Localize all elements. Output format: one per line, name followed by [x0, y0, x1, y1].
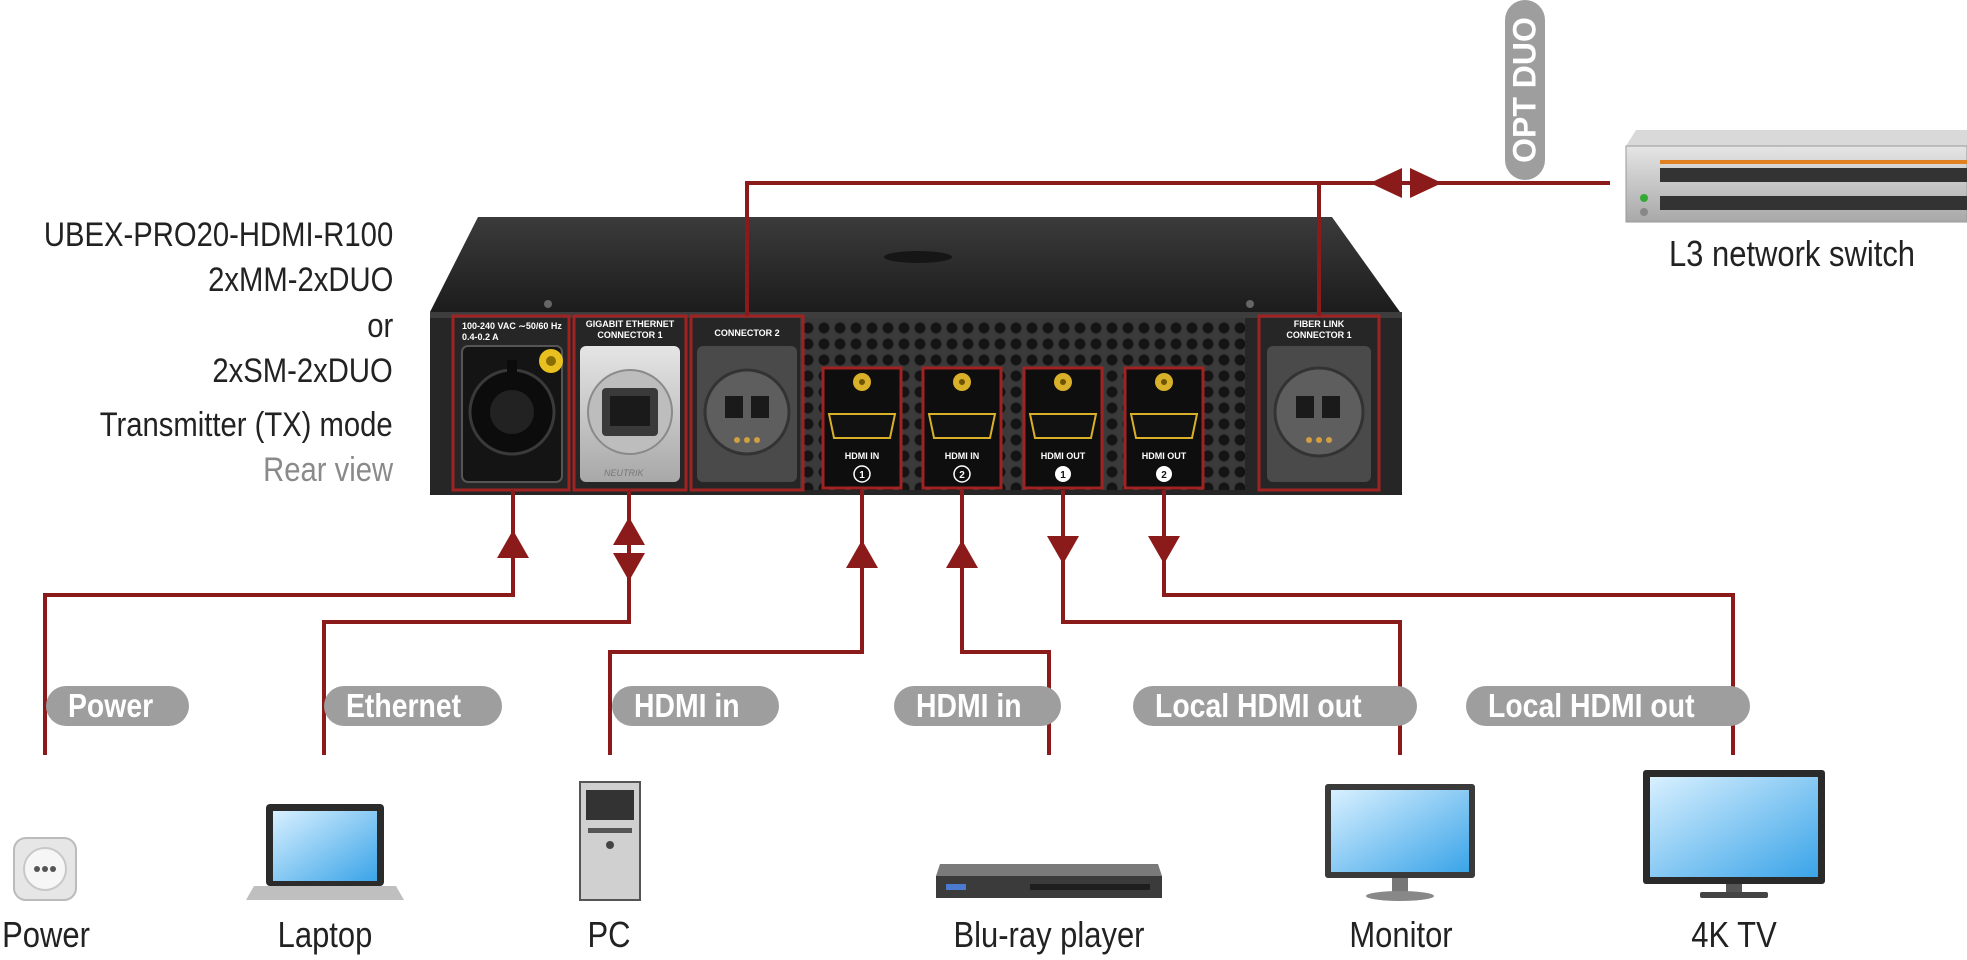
hdmi-port-out-2: HDMI OUT 2 — [1123, 366, 1205, 490]
fiber-link-connector: FIBER LINK CONNECTOR 1 — [1257, 314, 1381, 492]
title-view: Rear view — [262, 451, 393, 489]
device-label-laptop: Laptop — [277, 914, 373, 955]
connector-2-label: CONNECTOR 2 — [714, 328, 779, 338]
device-label-monitor: Monitor — [1349, 914, 1453, 955]
bluray-player-image — [936, 864, 1162, 898]
hdmi-port-in-2: HDMI IN 2 — [921, 366, 1003, 490]
arrow-fiber-right — [1410, 168, 1442, 198]
ethernet-connector: GIGABIT ETHERNET CONNECTOR 1 NEUTRIK — [572, 314, 688, 492]
hdmi-port-label: HDMI IN — [845, 451, 880, 461]
power-current-label: 0.4-0.2 A — [462, 332, 499, 342]
fiber-label-1: FIBER LINK — [1294, 319, 1345, 329]
arrow-hdmi-in-2-up — [946, 540, 978, 568]
arrow-local-out-2-down — [1148, 536, 1180, 564]
link-label-power: Power — [46, 686, 190, 726]
hdmi-port-label: HDMI OUT — [1142, 451, 1187, 461]
tv-image — [1643, 770, 1825, 898]
ethernet-label-2: CONNECTOR 1 — [597, 330, 662, 340]
link-label-ethernet: Ethernet — [324, 686, 502, 726]
arrow-hdmi-in-1-up — [846, 540, 878, 568]
title-variant-2: 2xSM-2xDUO — [212, 352, 393, 390]
device-label-pc: PC — [587, 914, 631, 955]
title-variant-1: 2xMM-2xDUO — [207, 261, 393, 299]
arrow-ethernet-down — [613, 553, 645, 581]
cable-hdmi-in-1 — [608, 490, 864, 755]
wall-socket-image — [13, 837, 77, 901]
link-label-local-out-1: Local HDMI out — [1133, 686, 1418, 726]
hdmi-port-number: 1 — [859, 470, 865, 481]
l3-switch-image — [1625, 130, 1967, 223]
power-rating-label: 100-240 VAC ∼50/60 Hz — [462, 321, 562, 331]
fiber-label-2: CONNECTOR 1 — [1286, 330, 1351, 340]
hdmi-port-out-1: HDMI OUT 1 — [1022, 366, 1104, 490]
title-or: or — [366, 307, 393, 345]
arrow-ethernet-up — [613, 517, 645, 545]
link-label-hdmi-in-1: HDMI in — [612, 686, 779, 726]
monitor-image — [1325, 784, 1475, 901]
hdmi-port-label: HDMI OUT — [1041, 451, 1086, 461]
title-model: UBEX-PRO20-HDMI-R100 — [43, 216, 393, 254]
link-label-hdmi-in-2: HDMI in — [894, 686, 1061, 726]
hdmi-port-in-1: HDMI IN 1 — [821, 366, 903, 490]
pc-tower-image — [579, 781, 641, 901]
flow-arrows — [497, 168, 1442, 581]
link-label-opt-duo: OPT DUO — [1505, 0, 1545, 180]
device-label-switch: L3 network switch — [1668, 233, 1916, 274]
link-label-local-out-2: Local HDMI out — [1466, 686, 1751, 726]
arrow-power-up — [497, 530, 529, 558]
power-connector: 100-240 VAC ∼50/60 Hz 0.4-0.2 A — [451, 314, 571, 492]
arrow-local-out-1-down — [1047, 536, 1079, 564]
device-label-bluray: Blu-ray player — [953, 914, 1145, 955]
hdmi-port-label: HDMI IN — [945, 451, 980, 461]
hdmi-port-number: 2 — [959, 470, 965, 481]
hdmi-port-number: 2 — [1161, 470, 1167, 481]
hdmi-port-number: 1 — [1060, 470, 1066, 481]
arrow-fiber-left — [1370, 168, 1402, 198]
neutrik-logo: NEUTRIK — [604, 468, 644, 478]
title-mode: Transmitter (TX) mode — [100, 406, 393, 444]
device-label-tv: 4K TV — [1691, 914, 1777, 955]
device-chassis — [430, 217, 1402, 495]
device-label-power: Power — [2, 914, 90, 955]
cable-fiber-conn2 — [745, 181, 1400, 316]
laptop-image — [246, 804, 404, 900]
ethernet-label-1: GIGABIT ETHERNET — [586, 319, 675, 329]
